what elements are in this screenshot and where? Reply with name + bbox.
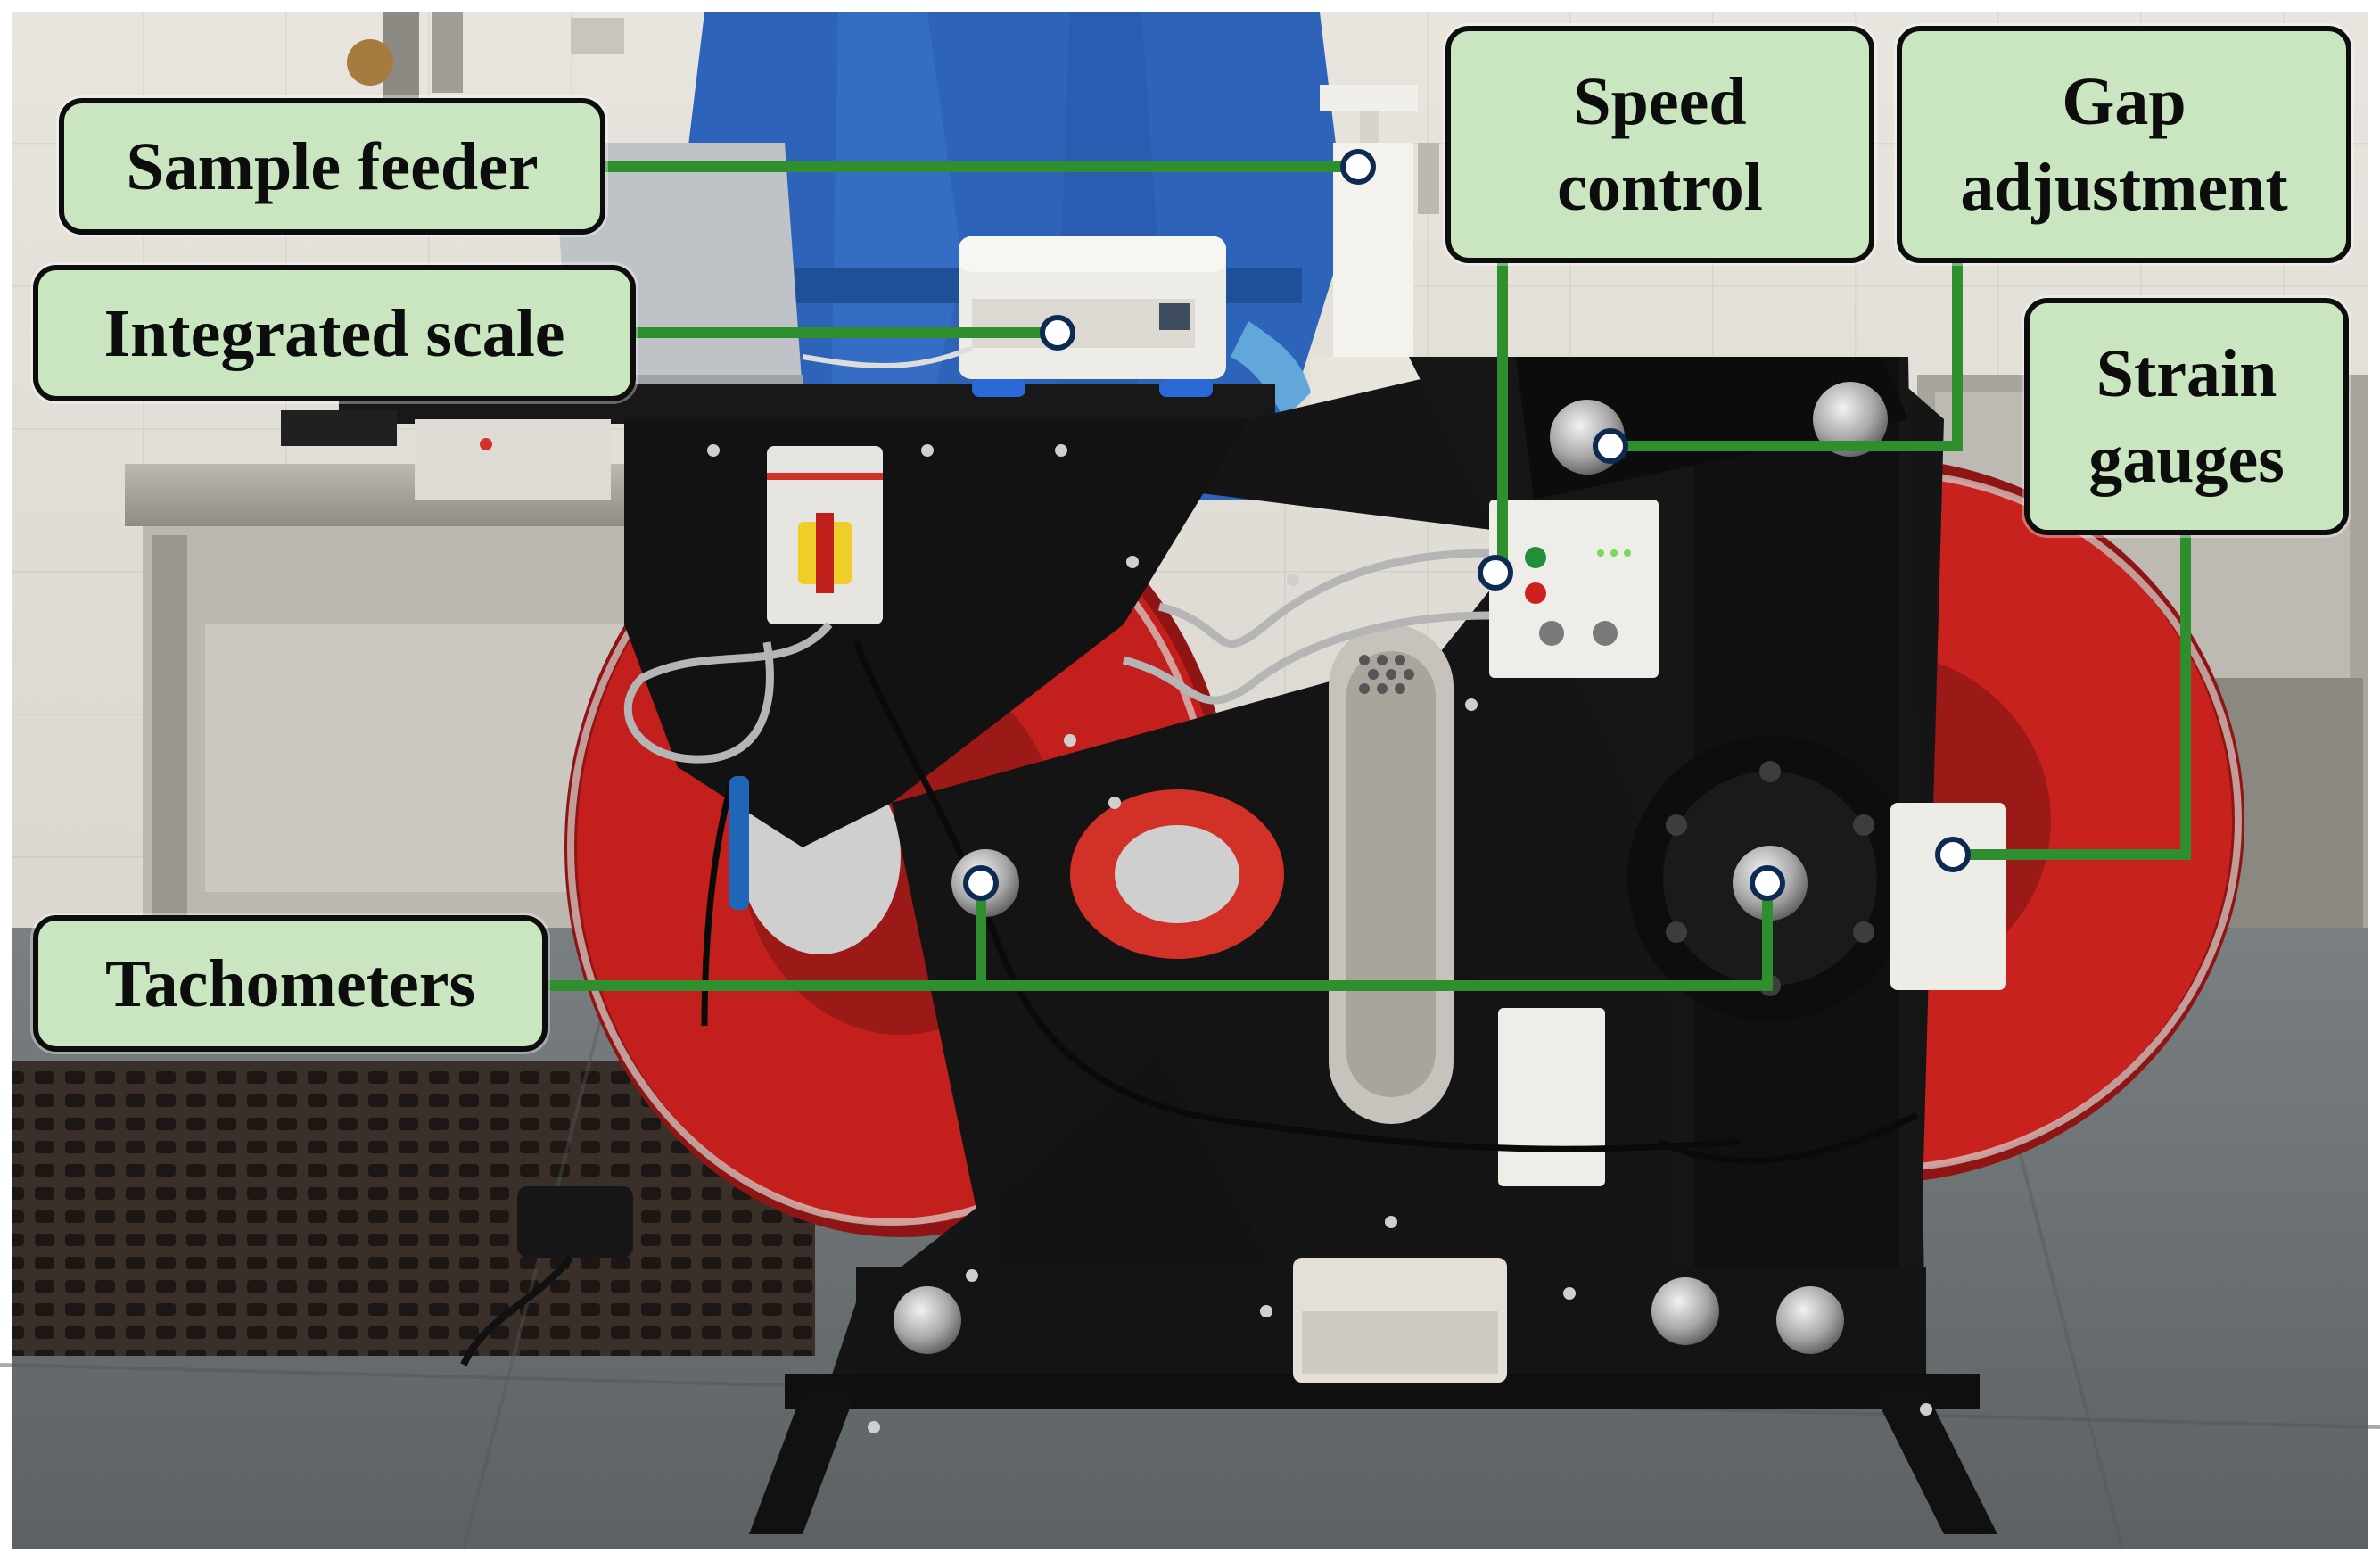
marker-tachometer-left bbox=[963, 865, 999, 901]
marker-tachometer-right bbox=[1750, 865, 1785, 901]
label-tachometers: Tachometers bbox=[33, 915, 548, 1052]
label-strain-gauges-line2: gauges bbox=[2088, 422, 2285, 497]
leader-line-gap-adjustment bbox=[1605, 258, 1963, 451]
marker-gap-adjustment bbox=[1593, 428, 1628, 464]
label-gap-adjustment-line1: Gap bbox=[2062, 64, 2186, 139]
leader-line-strain-gauges bbox=[1948, 530, 2191, 860]
marker-speed-control bbox=[1478, 555, 1513, 591]
label-tachometers-text: Tachometers bbox=[104, 946, 476, 1021]
label-integrated-scale-text: Integrated scale bbox=[103, 295, 565, 371]
label-strain-gauges: Strain gauges bbox=[2024, 298, 2349, 535]
label-speed-control-line1: Speed bbox=[1573, 64, 1747, 139]
leader-lines bbox=[542, 161, 2191, 991]
label-gap-adjustment: Gap adjustment bbox=[1897, 26, 2351, 263]
label-sample-feeder: Sample feeder bbox=[59, 98, 605, 235]
label-sample-feeder-text: Sample feeder bbox=[126, 128, 539, 204]
marker-sample-feeder bbox=[1340, 149, 1376, 185]
marker-integrated-scale bbox=[1040, 315, 1075, 351]
label-integrated-scale: Integrated scale bbox=[33, 265, 636, 401]
marker-strain-gauges bbox=[1935, 837, 1971, 872]
label-speed-control: Speed control bbox=[1445, 26, 1874, 263]
label-speed-control-line2: control bbox=[1557, 150, 1763, 225]
label-gap-adjustment-line2: adjustment bbox=[1960, 150, 2288, 225]
label-strain-gauges-line1: Strain bbox=[2096, 336, 2277, 411]
